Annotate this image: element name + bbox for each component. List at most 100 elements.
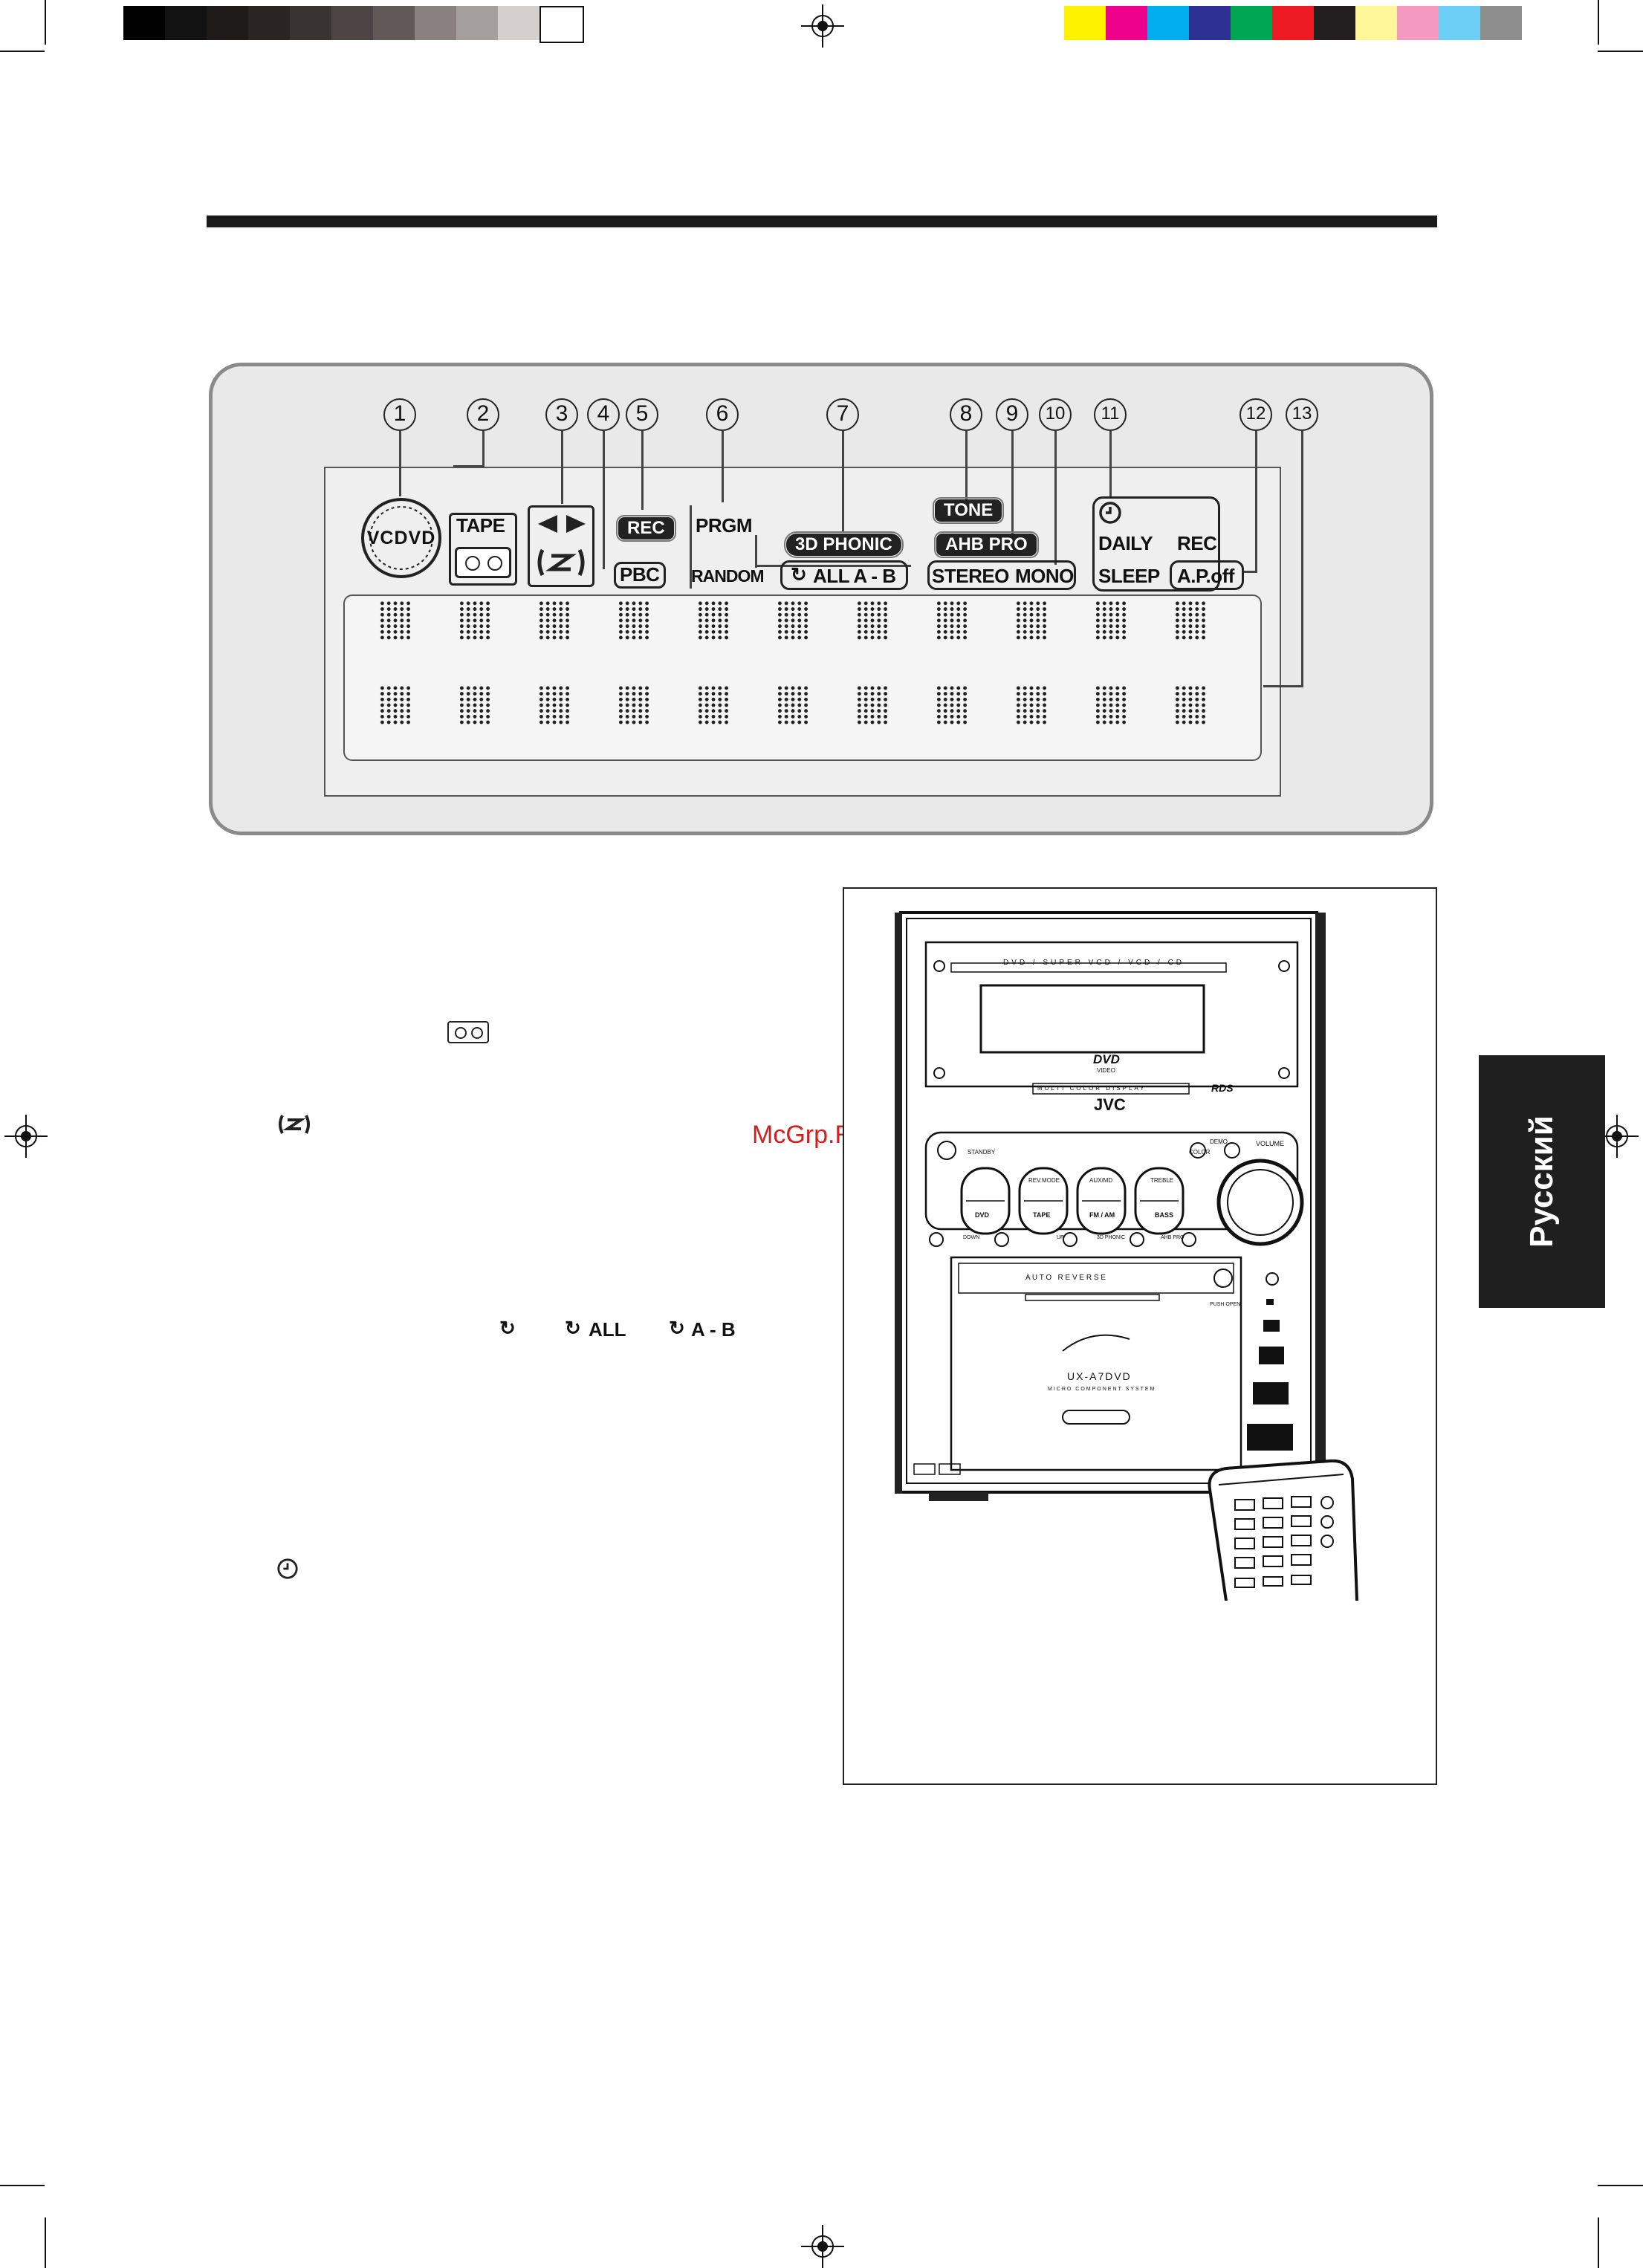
dot-matrix-char <box>1095 685 1127 725</box>
rev-mode-button[interactable]: REV.MODE <box>1028 1177 1060 1184</box>
auto-reverse-label: A U T O R E V E R S E <box>1025 1274 1106 1282</box>
color-swatch <box>1314 6 1355 40</box>
clock-icon <box>277 1558 298 1579</box>
down-label: DOWN <box>963 1235 980 1240</box>
dot-matrix-char <box>697 685 730 725</box>
dot-matrix-char <box>618 685 650 725</box>
dot-matrix-char <box>936 685 968 725</box>
dvd-button[interactable]: DVD <box>975 1211 990 1219</box>
repeat-icon: ↻ <box>565 1317 581 1339</box>
volume-label: VOLUME <box>1256 1140 1285 1147</box>
dot-matrix-char <box>458 600 491 641</box>
dot-matrix-char <box>777 600 809 641</box>
dot-matrix-char <box>379 600 412 641</box>
leader-line <box>1109 431 1112 496</box>
callout-5: 5 <box>626 398 658 431</box>
dot-matrix-char <box>936 600 968 641</box>
ahb-pro-indicator: AHB PRO <box>934 531 1039 558</box>
repeat-all-symbol: ALL <box>589 1318 626 1341</box>
sleep-indicator: SLEEP <box>1098 565 1160 587</box>
timer-rec-indicator: REC <box>1177 532 1217 554</box>
trim-mark <box>1598 0 1599 45</box>
leader-line <box>482 431 485 465</box>
cassette-reel-icon <box>487 556 502 571</box>
color-swatch <box>1064 6 1106 40</box>
micro-system-illustration <box>895 911 1326 1501</box>
dot-matrix-char <box>538 600 571 641</box>
reverse-mode-icon <box>279 1115 310 1134</box>
leader-line <box>842 431 844 532</box>
treble-button[interactable]: TREBLE <box>1150 1177 1174 1184</box>
color-swatch <box>248 6 290 40</box>
leader-line <box>965 431 968 499</box>
trim-mark <box>45 2217 46 2268</box>
dot-matrix-char <box>777 685 809 725</box>
model-subtitle: MICRO COMPONENT SYSTEM <box>1048 1387 1156 1392</box>
model-name: UX-A7DVD <box>1067 1370 1132 1382</box>
reverse-mode-icon <box>537 548 585 577</box>
standby-label: STANDBY <box>968 1149 996 1156</box>
trim-mark <box>45 0 46 45</box>
leader-line <box>1301 431 1303 687</box>
dot-matrix-char <box>1015 600 1048 641</box>
tape-button[interactable]: TAPE <box>1033 1211 1051 1219</box>
up-label: UP <box>1057 1235 1064 1240</box>
3d-phonic-button[interactable]: 3D PHONIC <box>1097 1235 1126 1240</box>
color-swatch <box>1272 6 1314 40</box>
dot-matrix-char <box>856 600 889 641</box>
cassette-icon <box>455 547 511 578</box>
pbc-indicator: PBC <box>620 563 660 586</box>
color-swatch <box>1231 6 1272 40</box>
color-swatch <box>539 6 584 43</box>
disc-icon <box>361 498 441 578</box>
tape-box <box>449 513 517 586</box>
clock-icon <box>1099 502 1121 524</box>
bass-button[interactable]: BASS <box>1155 1211 1174 1219</box>
trim-mark <box>0 2185 45 2186</box>
trim-mark <box>0 51 45 52</box>
callout-1: 1 <box>383 398 416 431</box>
disc-format-label: DVD / SUPER VCD / VCD / CD <box>1003 959 1185 967</box>
dot-matrix-char <box>1174 685 1207 725</box>
remote-control-illustration <box>1208 1459 1358 1601</box>
callout-10: 10 <box>1039 398 1072 431</box>
leader-line <box>603 431 605 569</box>
leader-line <box>1242 571 1257 573</box>
callout-9: 9 <box>996 398 1028 431</box>
ahb-pro-button[interactable]: AHB PRO <box>1161 1235 1185 1240</box>
color-swatch <box>1480 6 1522 40</box>
language-tab-label: Русский <box>1523 1115 1560 1248</box>
leader-line <box>1263 685 1303 687</box>
fm-am-button[interactable]: FM / AM <box>1089 1211 1115 1219</box>
trim-mark <box>1598 2217 1599 2268</box>
leader-line <box>399 431 401 496</box>
color-swatch <box>373 6 415 40</box>
leader-line <box>722 431 724 502</box>
registration-mark <box>801 2225 844 2268</box>
direction-box <box>528 505 594 587</box>
vcdvd-indicator: VCDVD <box>366 528 436 548</box>
color-swatch <box>165 6 207 40</box>
stereo-indicator: STEREO <box>932 565 1009 587</box>
repeat-icon: ↻ <box>499 1317 516 1339</box>
dvd-video-label: VIDEO <box>1097 1067 1115 1074</box>
color-swatch <box>1147 6 1189 40</box>
color-swatch <box>1355 6 1397 40</box>
cassette-reel-icon <box>465 556 480 571</box>
ap-off-indicator: A.P.off <box>1177 565 1234 587</box>
color-button[interactable]: COLOR <box>1189 1149 1211 1156</box>
aux-md-button[interactable]: AUX/MD <box>1089 1177 1113 1184</box>
color-swatch <box>290 6 331 40</box>
ap-off-box <box>1170 560 1244 590</box>
dot-matrix-char <box>618 600 650 641</box>
brand-logo: JVC <box>1094 1095 1126 1114</box>
language-tab: Русский <box>1479 1055 1605 1308</box>
push-open-label: PUSH OPEN <box>1210 1302 1241 1307</box>
rec-indicator: REC <box>616 515 676 542</box>
color-swatch <box>123 6 165 40</box>
repeat-icon: ↻ <box>669 1317 685 1339</box>
dot-matrix-char <box>379 685 412 725</box>
repeat-ab-symbol: A - B <box>691 1318 736 1341</box>
color-swatch <box>331 6 373 40</box>
play-direction-icon <box>538 515 586 533</box>
